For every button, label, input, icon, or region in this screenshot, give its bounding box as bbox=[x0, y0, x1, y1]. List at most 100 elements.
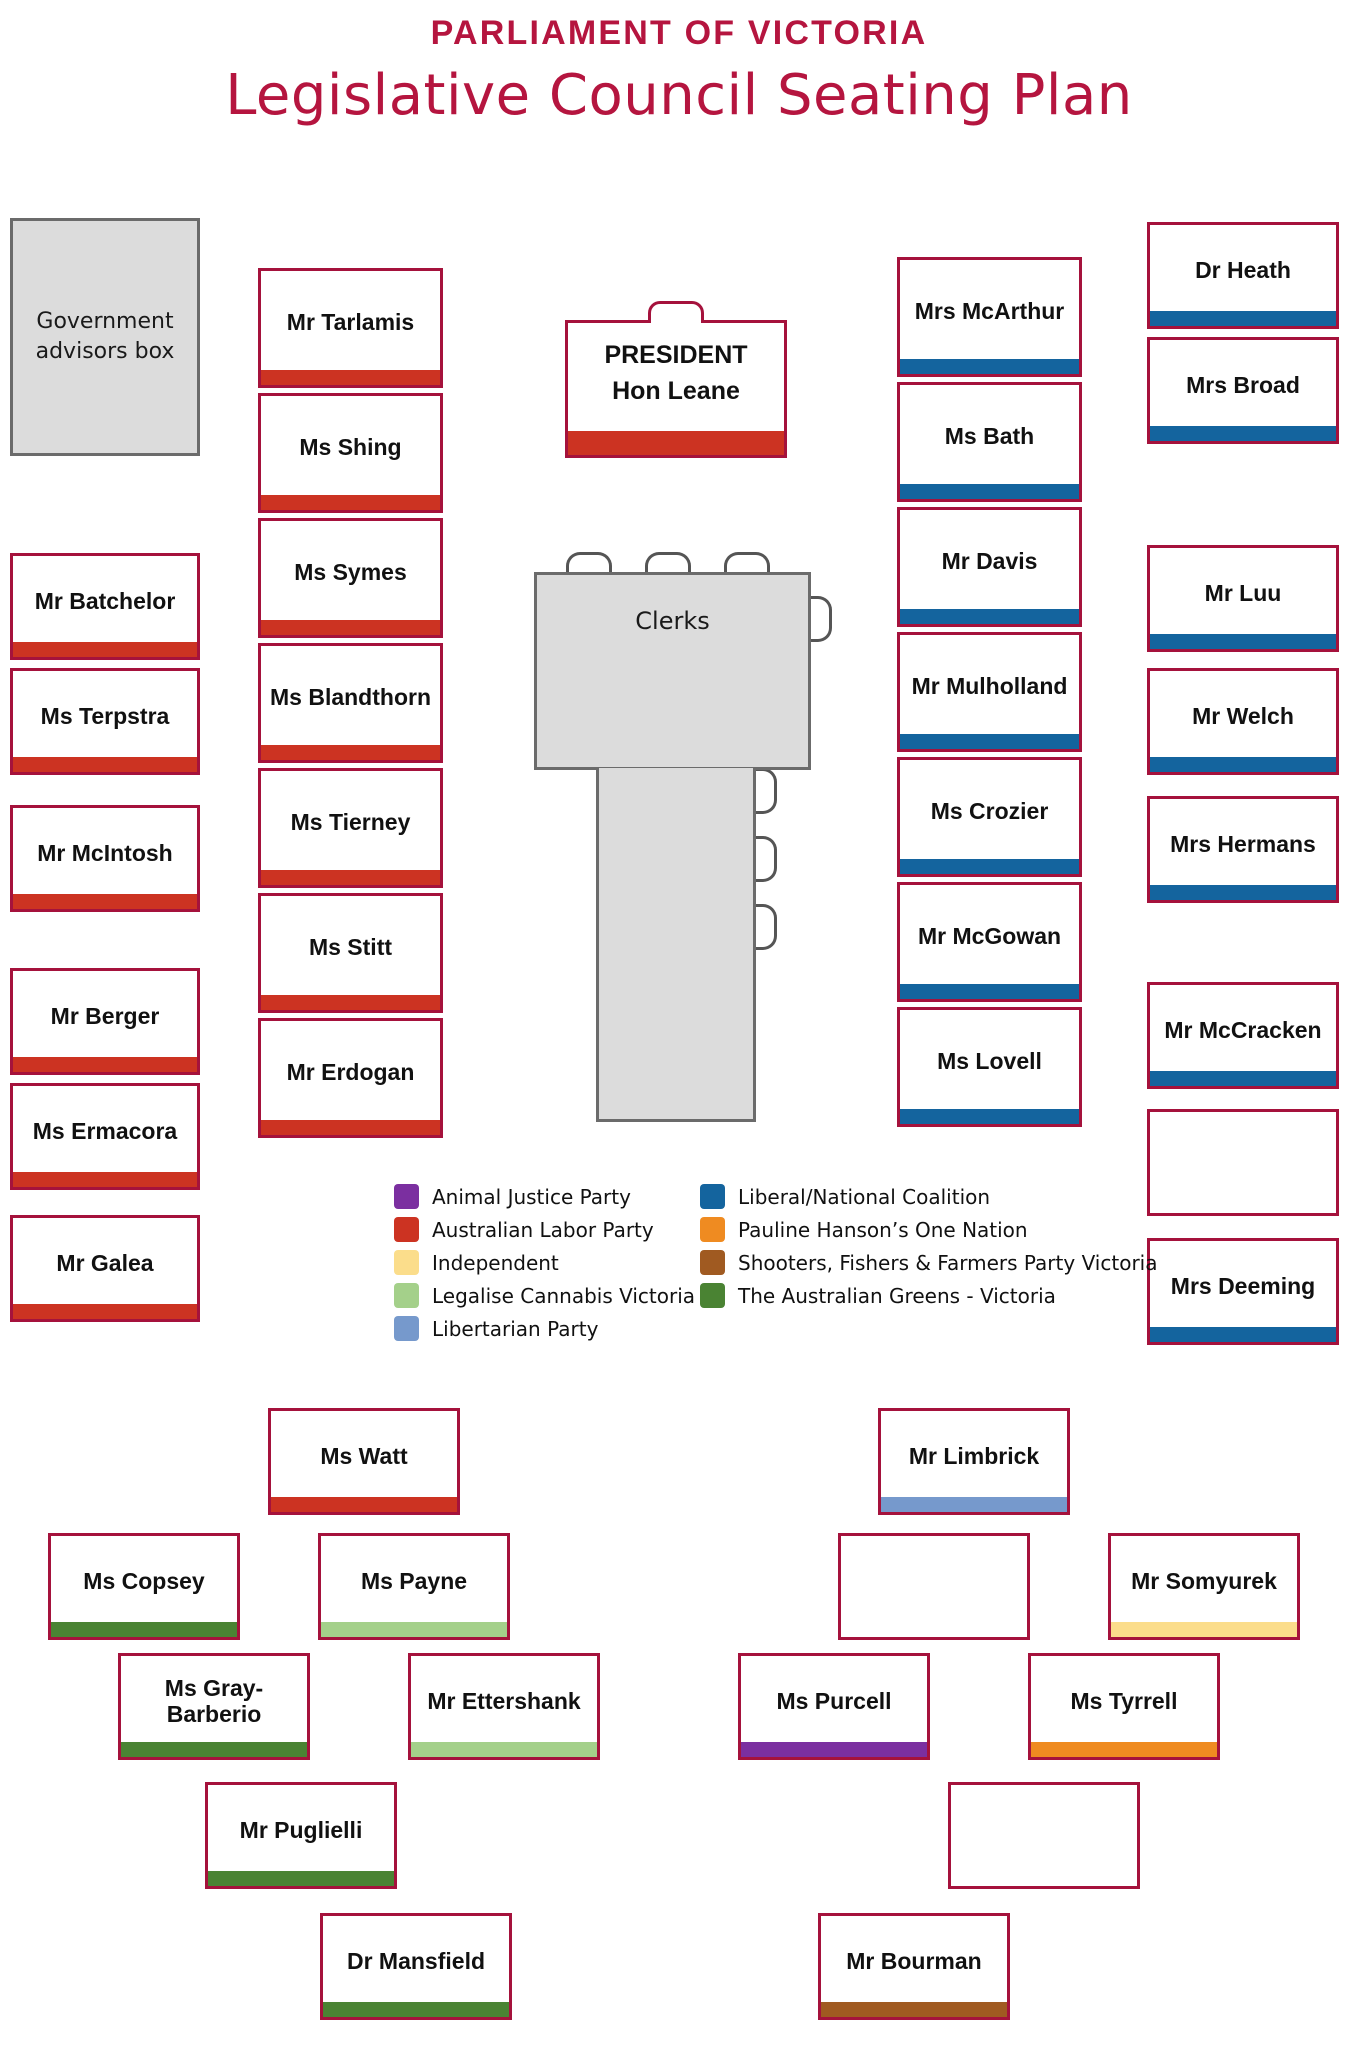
seat-crossbench-left-4[interactable]: Mr Ettershank bbox=[408, 1653, 600, 1760]
seat-party-band bbox=[271, 1497, 457, 1512]
seat-party-band bbox=[741, 1742, 927, 1757]
seat-name-label: Mrs Hermans bbox=[1170, 830, 1316, 857]
seat-name-label: Mr Mulholland bbox=[911, 673, 1068, 700]
seat-coalition-outer-column-0[interactable]: Dr Heath bbox=[1147, 222, 1339, 329]
legend-item: Pauline Hanson’s One Nation bbox=[700, 1213, 1157, 1246]
seat-labor-inner-column-1[interactable]: Ms Shing bbox=[258, 393, 443, 513]
legend-item-label: Animal Justice Party bbox=[432, 1184, 631, 1209]
seat-party-band bbox=[900, 609, 1079, 624]
seat-name-label: Ms Lovell bbox=[937, 1048, 1042, 1075]
president-name: Hon Leane bbox=[612, 377, 740, 406]
seat-coalition-outer-column-1[interactable]: Mrs Broad bbox=[1147, 337, 1339, 444]
seat-crossbench-left-6[interactable]: Dr Mansfield bbox=[320, 1913, 512, 2020]
seat-labor-outer-column-3[interactable]: Mr Berger bbox=[10, 968, 200, 1075]
seat-party-band bbox=[1150, 634, 1336, 649]
seat-crossbench-left-1[interactable]: Ms Copsey bbox=[48, 1533, 240, 1640]
clerk-chair-icon-5 bbox=[753, 768, 777, 814]
seat-crossbench-left-2[interactable]: Ms Payne bbox=[318, 1533, 510, 1640]
seat-crossbench-right-1[interactable] bbox=[838, 1533, 1030, 1640]
legend-item-label: Libertarian Party bbox=[432, 1316, 599, 1341]
legend-item: Legalise Cannabis Victoria bbox=[394, 1279, 695, 1312]
seat-party-band bbox=[881, 1497, 1067, 1512]
seat-coalition-inner-column-0[interactable]: Mrs McArthur bbox=[897, 257, 1082, 377]
seat-coalition-outer-column-4[interactable]: Mrs Hermans bbox=[1147, 796, 1339, 903]
legend-item-label: The Australian Greens - Victoria bbox=[738, 1283, 1056, 1308]
seat-labor-outer-column-1[interactable]: Ms Terpstra bbox=[10, 668, 200, 775]
seat-party-band bbox=[13, 757, 197, 772]
seat-coalition-outer-column-2[interactable]: Mr Luu bbox=[1147, 545, 1339, 652]
seat-crossbench-right-0[interactable]: Mr Limbrick bbox=[878, 1408, 1070, 1515]
seat-coalition-outer-column-6[interactable] bbox=[1147, 1109, 1339, 1216]
legend-item: Australian Labor Party bbox=[394, 1213, 695, 1246]
seat-labor-outer-column-2[interactable]: Mr McIntosh bbox=[10, 805, 200, 912]
seat-crossbench-left-3[interactable]: Ms Gray-Barberio bbox=[118, 1653, 310, 1760]
seat-labor-inner-column-6[interactable]: Mr Erdogan bbox=[258, 1018, 443, 1138]
clerks-table-label: Clerks bbox=[635, 607, 710, 635]
seat-coalition-inner-column-2[interactable]: Mr Davis bbox=[897, 507, 1082, 627]
seat-party-band bbox=[900, 484, 1079, 499]
seat-labor-outer-column-5[interactable]: Mr Galea bbox=[10, 1215, 200, 1322]
seat-name-label: Mrs Deeming bbox=[1170, 1272, 1316, 1299]
seat-coalition-inner-column-5[interactable]: Mr McGowan bbox=[897, 882, 1082, 1002]
seat-coalition-outer-column-5[interactable]: Mr McCracken bbox=[1147, 982, 1339, 1089]
seat-labor-inner-column-4[interactable]: Ms Tierney bbox=[258, 768, 443, 888]
seat-party-band bbox=[821, 2002, 1007, 2017]
legend-item: Libertarian Party bbox=[394, 1312, 695, 1345]
clerks-table: Clerks bbox=[534, 572, 811, 770]
seat-coalition-inner-column-6[interactable]: Ms Lovell bbox=[897, 1007, 1082, 1127]
seat-coalition-inner-column-3[interactable]: Mr Mulholland bbox=[897, 632, 1082, 752]
seat-name-label: Ms Gray-Barberio bbox=[164, 1674, 264, 1727]
seat-party-band bbox=[900, 734, 1079, 749]
seat-labor-inner-column-3[interactable]: Ms Blandthorn bbox=[258, 643, 443, 763]
seat-coalition-outer-column-7[interactable]: Mrs Deeming bbox=[1147, 1238, 1339, 1345]
seat-name-label: Ms Bath bbox=[944, 423, 1035, 450]
seat-party-band bbox=[900, 359, 1079, 374]
seat-party-band bbox=[1150, 311, 1336, 326]
seat-coalition-outer-column-3[interactable]: Mr Welch bbox=[1147, 668, 1339, 775]
seat-crossbench-right-2[interactable]: Mr Somyurek bbox=[1108, 1533, 1300, 1640]
page-eyebrow: PARLIAMENT OF VICTORIA bbox=[430, 14, 928, 52]
seat-party-band bbox=[261, 1120, 440, 1135]
seat-labor-inner-column-2[interactable]: Ms Symes bbox=[258, 518, 443, 638]
seat-crossbench-right-5[interactable] bbox=[948, 1782, 1140, 1889]
seat-party-band bbox=[261, 745, 440, 760]
legend-item-label: Australian Labor Party bbox=[432, 1217, 654, 1242]
seat-labor-inner-column-5[interactable]: Ms Stitt bbox=[258, 893, 443, 1013]
seat-crossbench-left-5[interactable]: Mr Puglielli bbox=[205, 1782, 397, 1889]
seat-name-label: Ms Tyrrell bbox=[1070, 1687, 1178, 1714]
seat-party-band bbox=[261, 620, 440, 635]
seat-party-band bbox=[13, 642, 197, 657]
seat-party-band bbox=[1150, 885, 1336, 900]
seat-party-band bbox=[323, 2002, 509, 2017]
president-seat[interactable]: PRESIDENT Hon Leane bbox=[565, 301, 787, 458]
seat-crossbench-right-6[interactable]: Mr Bourman bbox=[818, 1913, 1010, 2020]
government-advisors-box: Government advisors box bbox=[10, 218, 200, 456]
seat-crossbench-left-0[interactable]: Ms Watt bbox=[268, 1408, 460, 1515]
seat-crossbench-right-4[interactable]: Ms Tyrrell bbox=[1028, 1653, 1220, 1760]
legend-item-label: Legalise Cannabis Victoria bbox=[432, 1283, 696, 1308]
seat-party-band bbox=[261, 995, 440, 1010]
seat-party-band bbox=[261, 495, 440, 510]
seat-party-band bbox=[51, 1622, 237, 1637]
seat-name-label: Mr McGowan bbox=[917, 923, 1062, 950]
seat-labor-outer-column-0[interactable]: Mr Batchelor bbox=[10, 553, 200, 660]
seat-name-label: Ms Watt bbox=[320, 1442, 408, 1469]
seat-crossbench-right-3[interactable]: Ms Purcell bbox=[738, 1653, 930, 1760]
seat-coalition-inner-column-1[interactable]: Ms Bath bbox=[897, 382, 1082, 502]
seat-coalition-inner-column-4[interactable]: Ms Crozier bbox=[897, 757, 1082, 877]
seat-name-label: Ms Blandthorn bbox=[270, 684, 431, 711]
seat-party-band bbox=[900, 859, 1079, 874]
seat-name-label: Ms Payne bbox=[360, 1567, 468, 1594]
seat-party-band bbox=[900, 984, 1079, 999]
legend-color-swatch-icon bbox=[700, 1283, 725, 1308]
seat-name-label: Ms Tierney bbox=[290, 809, 411, 836]
seat-name-label: Ms Shing bbox=[299, 434, 402, 461]
legend-item: Animal Justice Party bbox=[394, 1180, 695, 1213]
seat-labor-outer-column-4[interactable]: Ms Ermacora bbox=[10, 1083, 200, 1190]
president-chair-back-icon bbox=[648, 301, 704, 323]
legend-color-swatch-icon bbox=[700, 1250, 725, 1275]
seat-name-label: Mr Davis bbox=[941, 548, 1038, 575]
seat-labor-inner-column-0[interactable]: Mr Tarlamis bbox=[258, 268, 443, 388]
